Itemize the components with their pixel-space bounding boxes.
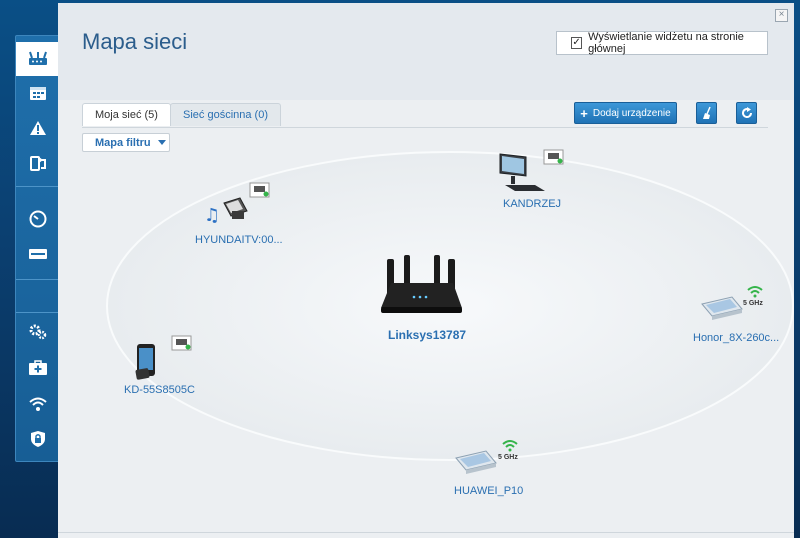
sidebar-item-troubleshooting[interactable] xyxy=(16,351,59,385)
device-name-huawei[interactable]: HUAWEI_P10 xyxy=(454,485,524,497)
tab-bar: Moja sieć (5) Sieć gościnna (0) xyxy=(82,103,768,128)
wired-connection-icon xyxy=(249,182,270,198)
clear-button[interactable] xyxy=(696,102,717,124)
device-name-hyundaitv[interactable]: HYUNDAITV:00... xyxy=(195,234,283,246)
wifi-band-label: 5 GHz xyxy=(498,454,518,461)
router-name[interactable]: Linksys13787 xyxy=(388,328,467,342)
sidebar-item-alert[interactable] xyxy=(16,111,59,145)
tab-guest-network[interactable]: Sieć gościnna (0) xyxy=(170,103,281,126)
header: Mapa sieci × ✓ Wyświetlanie widżetu na s… xyxy=(58,3,794,100)
wifi-band-label: 5 GHz xyxy=(743,300,763,307)
sidebar-item-security[interactable] xyxy=(16,422,59,456)
chevron-down-icon xyxy=(157,140,166,145)
desktop-computer-icon[interactable] xyxy=(499,153,545,191)
wired-connection-icon xyxy=(543,149,564,165)
sidebar-item-update[interactable] xyxy=(16,146,59,180)
panel-footer-divider xyxy=(58,532,794,533)
update-icon xyxy=(29,156,46,171)
map-filter-label: Mapa filtru xyxy=(95,136,151,149)
unknown-device-icon[interactable] xyxy=(701,296,743,320)
router-icon[interactable] xyxy=(381,255,462,313)
refresh-icon xyxy=(741,107,752,118)
broom-icon xyxy=(702,106,711,119)
sidebar-item-speed-test[interactable] xyxy=(16,202,59,236)
svg-text:♫: ♫ xyxy=(204,205,220,226)
widget-checkbox-label: Wyświetlanie widżetu na stronie głównej xyxy=(588,31,744,55)
add-device-label: Dodaj urządzenie xyxy=(592,107,671,119)
router-icon xyxy=(28,51,47,65)
gear-icon xyxy=(29,324,46,340)
wifi-icon xyxy=(28,397,47,411)
sidebar-divider xyxy=(16,312,59,313)
wired-connection-icon xyxy=(171,335,192,351)
phone-icon[interactable] xyxy=(135,344,155,380)
sidebar-item-settings[interactable] xyxy=(16,315,59,349)
shield-lock-icon xyxy=(30,431,45,447)
storage-icon xyxy=(28,249,47,259)
sidebar-divider xyxy=(16,279,59,280)
refresh-button[interactable] xyxy=(736,102,757,124)
main-panel: Mapa sieci × ✓ Wyświetlanie widżetu na s… xyxy=(58,3,794,538)
sidebar-item-external-storage[interactable] xyxy=(16,237,59,271)
sidebar-item-calendar[interactable] xyxy=(16,76,59,110)
speedometer-icon xyxy=(29,210,46,228)
calendar-icon xyxy=(29,87,46,100)
widget-checkbox[interactable]: ✓ xyxy=(571,37,583,49)
plus-icon: + xyxy=(580,105,588,121)
media-device-icon[interactable]: ♫ xyxy=(204,197,248,226)
widget-toggle[interactable]: ✓ Wyświetlanie widżetu na stronie główne… xyxy=(556,31,768,55)
warning-icon xyxy=(29,121,46,135)
sidebar-item-network-map[interactable] xyxy=(16,42,59,76)
unknown-device-icon[interactable] xyxy=(455,450,497,474)
device-name-kandrzej[interactable]: KANDRZEJ xyxy=(503,198,562,210)
tab-my-network[interactable]: Moja sieć (5) xyxy=(82,103,171,126)
device-name-kd-55s8505c[interactable]: KD-55S8505C xyxy=(124,384,195,396)
wifi-signal-icon: 5 GHz xyxy=(743,286,763,307)
device-name-honor[interactable]: Honor_8X-260c... xyxy=(693,332,780,344)
sidebar-divider xyxy=(16,186,59,187)
add-device-button[interactable]: + Dodaj urządzenie xyxy=(574,102,677,124)
medkit-icon xyxy=(28,360,47,375)
wifi-signal-icon: 5 GHz xyxy=(498,440,518,461)
close-icon[interactable]: × xyxy=(775,9,788,22)
sidebar xyxy=(15,35,60,462)
map-filter-dropdown[interactable]: Mapa filtru xyxy=(82,133,170,152)
page-title: Mapa sieci xyxy=(82,29,188,54)
network-map: ♫ 5 GH xyxy=(106,149,794,474)
sidebar-item-wifi[interactable] xyxy=(16,387,59,421)
